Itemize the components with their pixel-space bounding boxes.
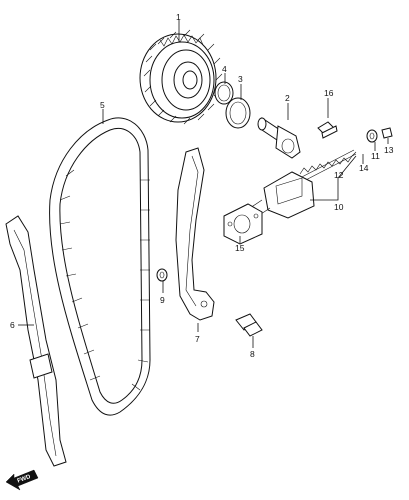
chain-damper-part-7 (175, 147, 215, 321)
callout-11: 11 (371, 151, 380, 161)
bolt-part-16 (317, 121, 338, 139)
callout-8: 8 (250, 349, 255, 359)
callout-6: 6 (10, 320, 15, 330)
fwd-arrow-icon: FWD (5, 469, 39, 491)
callout-3: 3 (238, 74, 243, 84)
sprocket-gear-part-1 (139, 29, 223, 125)
fwd-label: FWD (17, 474, 33, 485)
tensioner-body-part-10 (249, 171, 315, 219)
callout-12: 12 (334, 170, 344, 180)
callout-14: 14 (359, 163, 369, 173)
washer-part-9 (156, 268, 168, 282)
callout-13: 13 (384, 145, 394, 155)
gasket-part-3 (225, 97, 251, 129)
shaft-part-2 (257, 117, 301, 159)
callout-7: 7 (195, 334, 200, 344)
callout-10: 10 (334, 202, 344, 212)
gasket-plate-part-15 (223, 203, 263, 245)
callout-2: 2 (285, 93, 290, 103)
callout-9: 9 (160, 295, 165, 305)
pivot-bolt-part-8 (235, 313, 263, 337)
washer-part-11 (366, 129, 378, 143)
chain-guide-part-6 (5, 215, 67, 467)
callout-1: 1 (176, 12, 181, 22)
callout-4: 4 (222, 64, 227, 74)
spring-part-14 (299, 151, 357, 175)
callout-5: 5 (100, 100, 105, 110)
callout-16: 16 (324, 88, 334, 98)
leader-lines (18, 20, 389, 348)
timing-chain-part-5 (49, 117, 151, 416)
callout-15: 15 (235, 243, 245, 253)
rod-part-12 (295, 149, 357, 185)
o-ring-part-4 (214, 81, 234, 105)
bolt-part-13 (381, 127, 393, 139)
